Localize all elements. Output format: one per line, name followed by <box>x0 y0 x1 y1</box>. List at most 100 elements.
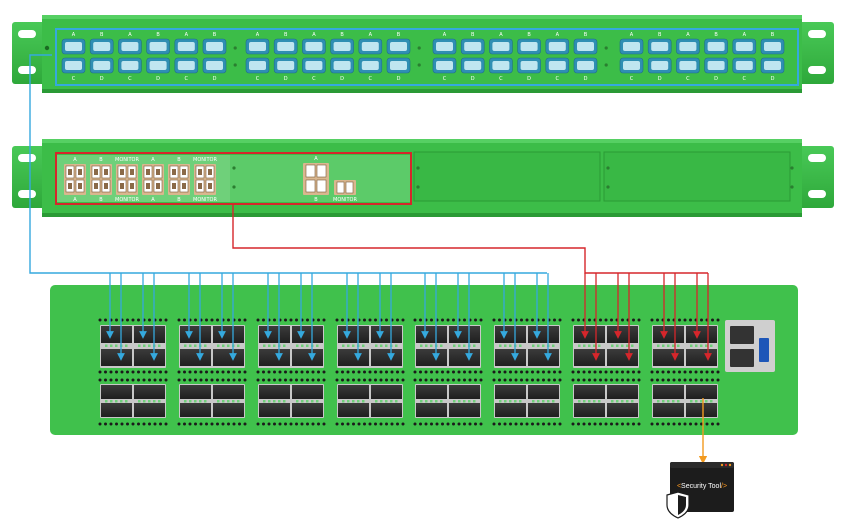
rj45-port[interactable] <box>345 181 354 194</box>
sfp-cage[interactable] <box>653 403 684 417</box>
sfp-cage[interactable] <box>495 403 526 417</box>
port-led <box>657 344 660 347</box>
sfp-cage[interactable] <box>180 326 211 343</box>
sfp-cage[interactable] <box>213 403 244 417</box>
rj45-port[interactable] <box>305 164 316 178</box>
sfp-cage[interactable] <box>607 326 638 343</box>
sfp-cage[interactable] <box>101 349 132 366</box>
fiber-label-top: A <box>556 32 560 38</box>
sfp-cage[interactable] <box>495 349 526 366</box>
sfp-cage[interactable] <box>686 326 717 343</box>
status-led <box>262 318 265 322</box>
sfp-cage[interactable] <box>607 403 638 417</box>
security-tool[interactable]: <Security Tool/> <box>666 462 734 519</box>
status-led <box>311 422 315 426</box>
status-led <box>604 318 608 322</box>
port-led <box>153 400 156 403</box>
sfp-cage[interactable] <box>134 349 165 366</box>
status-led <box>593 378 597 382</box>
sfp-cage[interactable] <box>495 385 526 399</box>
sfp-cage[interactable] <box>180 403 211 417</box>
usb-port[interactable] <box>759 338 769 362</box>
sfp-cage[interactable] <box>607 349 638 366</box>
port-led <box>148 344 151 347</box>
sfp-cage[interactable] <box>607 385 638 399</box>
status-led <box>672 370 676 374</box>
sfp-cage[interactable] <box>495 326 526 343</box>
sfp-cage[interactable] <box>653 385 684 399</box>
sfp-cage[interactable] <box>449 326 480 343</box>
sfp-cage[interactable] <box>259 403 290 417</box>
rj45-port[interactable] <box>336 181 345 194</box>
sfp-cage[interactable] <box>574 385 605 399</box>
lc-port-face <box>577 61 594 70</box>
sfp-cage[interactable] <box>292 349 323 366</box>
sfp-cage[interactable] <box>371 385 402 399</box>
sfp-cage[interactable] <box>101 403 132 417</box>
rj45-console-port[interactable] <box>730 349 754 367</box>
rj45-management-port[interactable] <box>730 326 754 344</box>
status-led <box>558 422 562 426</box>
lc-port-face <box>65 61 82 70</box>
fiber-label-bottom: C <box>499 76 503 82</box>
port-led <box>296 344 299 347</box>
port-led <box>657 400 660 403</box>
sfp-cage[interactable] <box>686 349 717 366</box>
sfp-cage[interactable] <box>101 385 132 399</box>
sfp-cage[interactable] <box>292 326 323 343</box>
port-led <box>306 344 309 347</box>
sfp-cage[interactable] <box>101 326 132 343</box>
rj45-port[interactable] <box>316 164 327 178</box>
sfp-cage[interactable] <box>259 349 290 366</box>
sfp-cage[interactable] <box>528 385 559 399</box>
sfp-cage[interactable] <box>371 326 402 343</box>
rj45-port[interactable] <box>316 179 327 193</box>
status-led <box>183 378 186 382</box>
sfp-cage[interactable] <box>259 385 290 399</box>
status-led <box>221 422 225 426</box>
sfp-cage[interactable] <box>292 403 323 417</box>
sfp-cage[interactable] <box>134 326 165 343</box>
sfp-cage[interactable] <box>416 403 447 417</box>
sfp-cage[interactable] <box>574 403 605 417</box>
rj45-port[interactable] <box>305 179 316 193</box>
sfp-cage[interactable] <box>213 349 244 366</box>
sfp-cage[interactable] <box>213 326 244 343</box>
sfp-cage[interactable] <box>213 385 244 399</box>
sfp-cage[interactable] <box>180 385 211 399</box>
sfp-cage[interactable] <box>574 349 605 366</box>
sfp-cage[interactable] <box>259 326 290 343</box>
sfp-cage[interactable] <box>416 349 447 366</box>
sfp-cage[interactable] <box>686 385 717 399</box>
fiber-label-top: B <box>100 32 104 38</box>
sfp-cage[interactable] <box>134 403 165 417</box>
sfp-cage[interactable] <box>574 326 605 343</box>
fiber-label-bottom: C <box>72 76 76 82</box>
sfp-cage[interactable] <box>528 326 559 343</box>
status-led <box>289 370 293 374</box>
sfp-cage[interactable] <box>371 403 402 417</box>
sfp-cage[interactable] <box>449 403 480 417</box>
sfp-cage[interactable] <box>449 385 480 399</box>
sfp-cage[interactable] <box>338 403 369 417</box>
sfp-cage[interactable] <box>338 385 369 399</box>
status-led <box>577 378 580 382</box>
sfp-cage[interactable] <box>338 349 369 366</box>
sfp-cage[interactable] <box>134 385 165 399</box>
sfp-cage[interactable] <box>653 326 684 343</box>
sfp-cage[interactable] <box>371 349 402 366</box>
port-led <box>263 344 266 347</box>
sfp-cage[interactable] <box>292 385 323 399</box>
sfp-cage[interactable] <box>528 349 559 366</box>
sfp-cage[interactable] <box>416 326 447 343</box>
blank-slot <box>603 151 791 202</box>
sfp-cage[interactable] <box>686 403 717 417</box>
sfp-cage[interactable] <box>449 349 480 366</box>
sfp-cage[interactable] <box>180 349 211 366</box>
sfp-port-blocks <box>98 318 720 426</box>
sfp-cage[interactable] <box>528 403 559 417</box>
fiber-label-top: A <box>72 32 76 38</box>
sfp-cage[interactable] <box>338 326 369 343</box>
sfp-cage[interactable] <box>653 349 684 366</box>
sfp-cage[interactable] <box>416 385 447 399</box>
